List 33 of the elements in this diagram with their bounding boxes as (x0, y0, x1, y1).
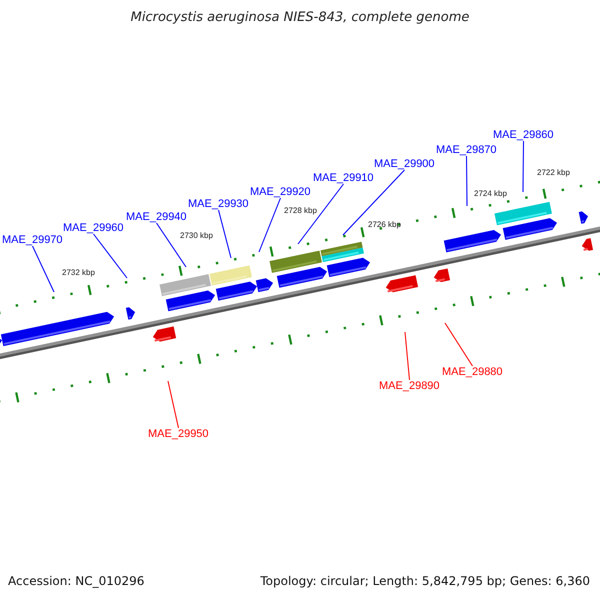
gene-label: MAE_29960 (63, 222, 124, 234)
leader-line (466, 156, 468, 206)
scale-label: 2722 kbp (537, 168, 570, 178)
leader-line (404, 332, 410, 380)
gene-label: MAE_29950 (148, 428, 209, 440)
gene-label: MAE_29880 (442, 366, 503, 378)
scale-label: 2724 kbp (474, 189, 507, 199)
title: Microcystis aeruginosa NIES-843, complete genome (130, 10, 470, 25)
leader-line (444, 322, 473, 366)
genome-info-text: Topology: circular; Length: 5,842,795 bp; Genes: 6,360 (260, 574, 590, 588)
gene-label: MAE_29910 (313, 172, 374, 184)
scale-label: 2732 kbp (62, 268, 95, 278)
leader-line (156, 222, 186, 268)
leader-line (258, 198, 281, 252)
gene-label: MAE_29930 (188, 198, 249, 210)
gene-label: MAE_29920 (250, 186, 311, 198)
gene-label: MAE_29870 (436, 144, 497, 156)
gene-label: MAE_29860 (493, 129, 554, 141)
leader-line (32, 246, 54, 292)
leader-line (298, 184, 344, 244)
leader-line (168, 380, 179, 428)
scale-label: 2730 kbp (180, 231, 213, 241)
gene-label: MAE_29900 (374, 158, 435, 170)
gene-label: MAE_29970 (2, 234, 63, 246)
accession-text: Accession: NC_010296 (8, 574, 144, 588)
leader-line (522, 140, 524, 192)
scale-label: 2728 kbp (284, 206, 317, 216)
leader-line (218, 210, 232, 258)
gene-label: MAE_29890 (379, 380, 440, 392)
leader-line (93, 234, 128, 278)
leader-line (342, 170, 405, 236)
gene-label: MAE_29940 (126, 211, 187, 223)
scale-label: 2726 kbp (368, 220, 401, 230)
